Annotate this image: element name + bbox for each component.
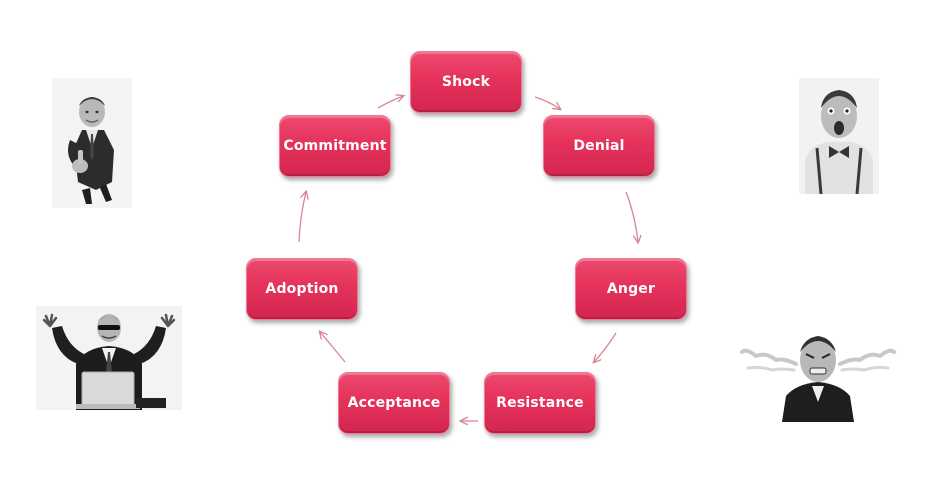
thumbs-up-man-photo	[52, 78, 132, 208]
stage-commitment: Commitment	[279, 115, 391, 177]
stage-denial: Denial	[543, 115, 655, 177]
stage-anger: Anger	[575, 258, 687, 320]
stage-resistance-label: Resistance	[496, 395, 584, 411]
arrow-anger-to-resistance	[594, 332, 617, 362]
stage-anger-label: Anger	[606, 281, 656, 297]
stage-resistance: Resistance	[484, 372, 596, 434]
arrow-commitment-to-shock	[377, 96, 403, 109]
stage-denial-label: Denial	[573, 138, 625, 154]
stage-acceptance-label: Acceptance	[347, 395, 441, 411]
stage-shock-label: Shock	[441, 74, 491, 90]
arrow-adoption-to-commitment	[298, 192, 306, 243]
arrow-acceptance-to-adoption	[320, 332, 346, 363]
stage-acceptance: Acceptance	[338, 372, 450, 434]
stage-adoption-label: Adoption	[265, 281, 339, 297]
arrow-shock-to-denial	[534, 96, 560, 109]
arrow-denial-to-anger	[625, 191, 638, 242]
celebrating-man-photo	[36, 306, 182, 410]
stage-commitment-label: Commitment	[283, 138, 387, 154]
shocked-man-photo	[799, 78, 879, 194]
angry-man-photo	[738, 330, 898, 422]
stage-adoption: Adoption	[246, 258, 358, 320]
stage-shock: Shock	[410, 51, 522, 113]
